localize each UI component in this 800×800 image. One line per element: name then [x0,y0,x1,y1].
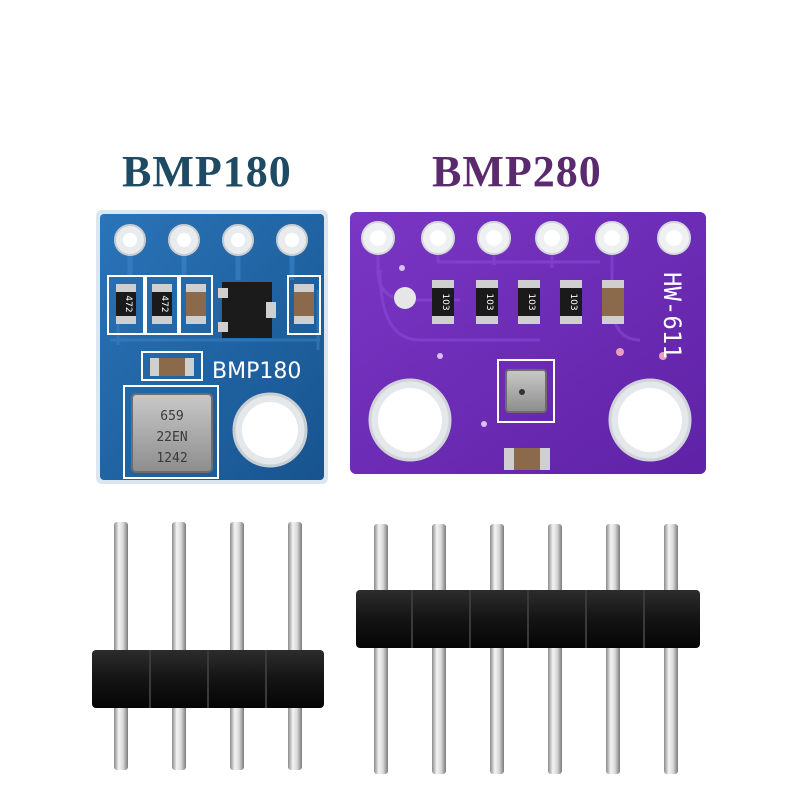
header-pin [664,524,678,774]
bmp180-capacitor [150,358,194,376]
bmp280-silkscreen: HW-611 [658,272,686,359]
bmp280-resistor: 103 [476,280,498,324]
bmp180-capacitor [294,284,314,324]
header-pin [432,524,446,774]
header-pin [230,522,244,770]
bmp180-pin-holes [114,224,308,256]
resistor-label: 103 [440,293,450,310]
bmp280-board: 103 103 103 103 HW-611 [350,212,706,474]
header-pin [490,524,504,774]
header-pin [606,524,620,774]
chip-marking: 1242 [156,451,187,466]
bmp280-resistor: 103 [518,280,540,324]
resistor-label: 472 [159,295,169,312]
bmp280-resistor: 103 [432,280,454,324]
bmp180-resistor: 472 [116,284,136,324]
bmp280-capacitor [504,448,550,470]
bmp280-sensor-chip [497,359,555,423]
resistor-label: 103 [526,293,536,310]
bmp180-board: 472 472 BMP180 [96,210,328,484]
resistor-label: 103 [484,293,494,310]
bmp180-resistor: 472 [152,284,172,324]
bmp180-title: BMP180 [122,147,292,196]
header-pin [374,524,388,774]
header-pin [288,522,302,770]
bmp280-resistor: 103 [560,280,582,324]
bmp280-capacitor [602,280,624,324]
header-pin [114,522,128,770]
header-pin [172,522,186,770]
bmp180-sensor-chip: 659 22EN 1242 [131,393,213,473]
bmp180-regulator [218,282,276,338]
bmp180-silkscreen: BMP180 [212,359,301,384]
resistor-label: 472 [123,295,133,312]
resistor-label: 103 [568,293,578,310]
bmp280-title: BMP280 [432,147,602,196]
pin-header-4 [92,522,324,770]
bmp180-capacitor [186,284,206,324]
chip-marking: 22EN [156,430,187,445]
chip-marking: 659 [160,409,183,424]
bmp280-pin-holes [361,221,691,255]
header-pin [548,524,562,774]
pin-header-6 [356,524,700,774]
